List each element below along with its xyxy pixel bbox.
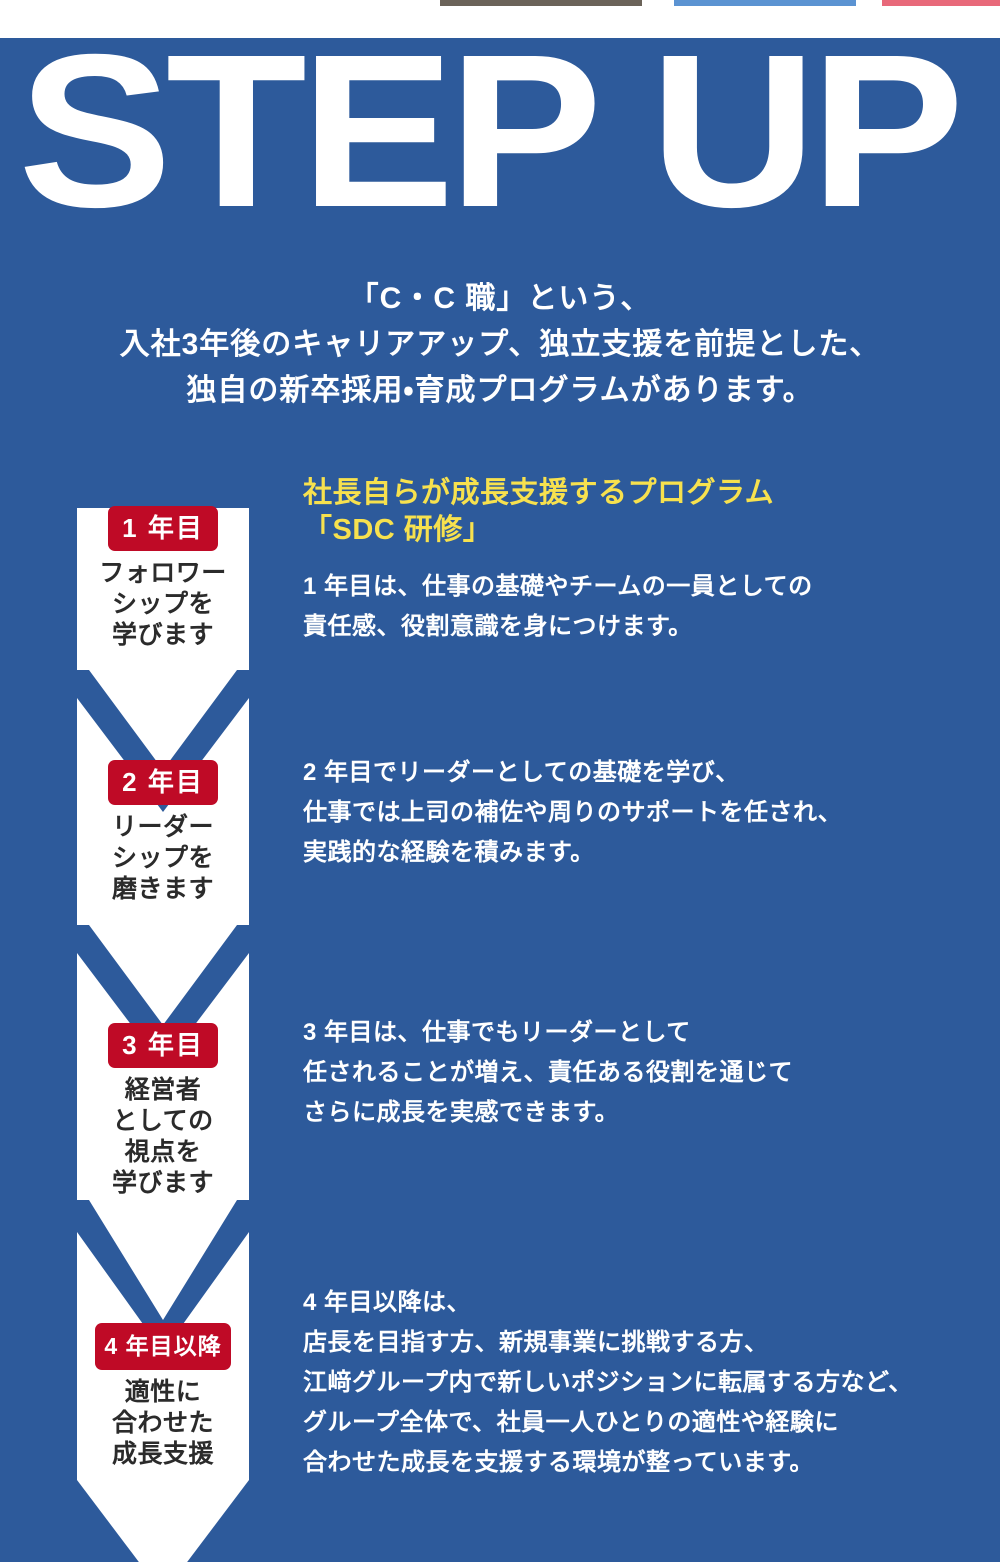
step-4-caption-line-2: 合わせた [111, 1409, 214, 1437]
step-3-caption-line-1: 経営者 [124, 1076, 202, 1104]
top-color-strip [0, 0, 1000, 6]
step-1-title: 社長自らが成長支援するプログラム 「SDC 研修」 [303, 475, 963, 549]
page-title: STEP UP [18, 38, 964, 253]
step-2-badge: 2 年目 [108, 760, 218, 805]
step-1-badge: 1 年目 [108, 506, 218, 551]
lead-line-1: 「C・C 職」という、 [348, 282, 652, 315]
lead-paragraph: 「C・C 職」という、 入社3年後のキャリアアップ、独立支援を前提とした、 独自… [0, 276, 1000, 414]
step-4-body: 4 年目以降は、 店長を目指す方、新規事業に挑戦する方、 江﨑グループ内で新しい… [303, 1283, 963, 1483]
step-4-caption-line-1: 適性に [124, 1378, 202, 1406]
step-4-caption: 適性に 合わせた 成長支援 [77, 1377, 249, 1470]
step-2-body: 2 年目でリーダーとしての基礎を学び、 仕事では上司の補佐や周りのサポートを任さ… [303, 753, 963, 873]
step-3-caption: 経営者 としての 視点を 学びます [77, 1075, 249, 1199]
step-2-body-line-1: 2 年目でリーダーとしての基礎を学び、 [303, 759, 740, 786]
step-4-body-line-3: 江﨑グループ内で新しいポジションに転属する方など、 [303, 1369, 913, 1396]
strip-segment-blue [674, 0, 856, 6]
step-2-description: 2 年目でリーダーとしての基礎を学び、 仕事では上司の補佐や周りのサポートを任さ… [303, 753, 963, 873]
step-1-body-line-1: 1 年目は、仕事の基礎やチームの一員としての [303, 573, 813, 600]
strip-segment-gap [642, 0, 674, 6]
strip-segment-grey [440, 0, 642, 6]
lead-line-2: 入社3年後のキャリアアップ、独立支援を前提とした、 [119, 328, 881, 361]
step-4-caption-line-3: 成長支援 [111, 1440, 214, 1468]
lead-line-3: 独自の新卒採用・育成プログラムがあります。 [186, 374, 814, 407]
step-2-caption-line-1: リーダー [111, 813, 214, 841]
step-3-body-line-1: 3 年目は、仕事でもリーダーとして [303, 1019, 691, 1046]
step-2-caption: リーダー シップを 磨きます [77, 812, 249, 905]
step-3-label-block: 3 年目 経営者 としての 視点を 学びます [77, 1023, 249, 1199]
step-1-body: 1 年目は、仕事の基礎やチームの一員としての 責任感、役割意識を身につけます。 [303, 567, 963, 647]
step-2-label-block: 2 年目 リーダー シップを 磨きます [77, 760, 249, 905]
step-3-caption-line-4: 学びます [111, 1169, 214, 1197]
step-4-label-block: 4 年目以降 適性に 合わせた 成長支援 [77, 1323, 249, 1470]
step-3-body-line-3: さらに成長を実感できます。 [303, 1099, 620, 1126]
career-program-panel: STEP UP 「C・C 職」という、 入社3年後のキャリアアップ、独立支援を前… [0, 38, 1000, 1562]
step-1-title-line-1: 社長自らが成長支援するプログラム [303, 477, 775, 509]
step-2-caption-line-3: 磨きます [111, 875, 214, 903]
step-4-body-line-2: 店長を目指す方、新規事業に挑戦する方、 [303, 1329, 769, 1356]
step-4-body-line-5: 合わせた成長を支援する環境が整っています。 [303, 1449, 814, 1476]
strip-segment-white [0, 0, 440, 6]
step-1-title-line-2: 「SDC 研修」 [303, 514, 493, 546]
step-3-body: 3 年目は、仕事でもリーダーとして 任されることが増え、責任ある役割を通じて さ… [303, 1013, 963, 1133]
step-3-body-line-2: 任されることが増え、責任ある役割を通じて [303, 1059, 793, 1086]
step-3-caption-line-2: としての [112, 1107, 214, 1135]
step-3-description: 3 年目は、仕事でもリーダーとして 任されることが増え、責任ある役割を通じて さ… [303, 1013, 963, 1133]
step-3-badge: 3 年目 [108, 1023, 218, 1068]
step-1-description: 社長自らが成長支援するプログラム 「SDC 研修」 1 年目は、仕事の基礎やチー… [303, 475, 963, 647]
strip-segment-gap2 [856, 0, 882, 6]
step-3-caption-line-3: 視点を [124, 1138, 202, 1166]
step-4-description: 4 年目以降は、 店長を目指す方、新規事業に挑戦する方、 江﨑グループ内で新しい… [303, 1283, 963, 1483]
step-4-body-line-1: 4 年目以降は、 [303, 1289, 472, 1316]
step-2-caption-line-2: シップを [111, 844, 214, 872]
step-1-caption-line-3: 学びます [111, 621, 214, 649]
step-4-badge: 4 年目以降 [95, 1323, 231, 1370]
step-1-body-line-2: 責任感、役割意識を身につけます。 [303, 613, 693, 640]
step-1-caption-line-2: シップを [111, 590, 214, 618]
step-2-body-line-2: 仕事では上司の補佐や周りのサポートを任され、 [303, 799, 843, 826]
step-4-body-line-4: グループ全体で、社員一人ひとりの適性や経験に [303, 1409, 839, 1436]
step-1-label-block: 1 年目 フォロワー シップを 学びます [77, 506, 249, 651]
step-2-body-line-3: 実践的な経験を積みます。 [303, 839, 595, 866]
strip-segment-red [882, 0, 1000, 6]
step-1-caption-line-1: フォロワー [99, 559, 227, 587]
step-1-caption: フォロワー シップを 学びます [77, 558, 249, 651]
